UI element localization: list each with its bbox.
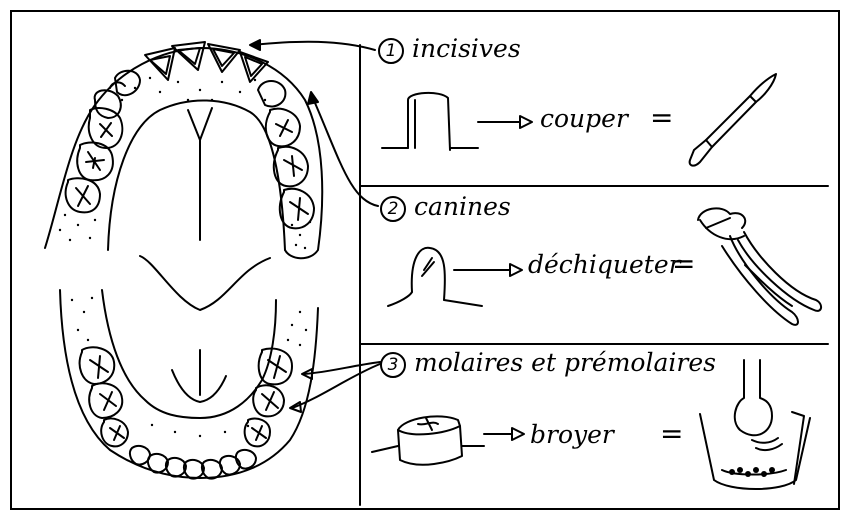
label-canines: canines	[414, 194, 511, 219]
verb-broyer: broyer	[530, 422, 614, 447]
row3-tooth	[372, 416, 524, 464]
equals-1: =	[650, 104, 673, 132]
verb-dechiqueter: déchiqueter	[528, 252, 681, 277]
verb-couper: couper	[540, 106, 628, 131]
upper-jaw	[45, 42, 322, 258]
knife-icon	[690, 74, 776, 166]
number-badge-1: 1	[378, 38, 404, 64]
row1-tooth	[382, 93, 532, 150]
mortar-icon	[700, 360, 810, 489]
lower-jaw	[60, 290, 318, 479]
row2-tooth	[388, 248, 522, 306]
arrow-molars-2	[292, 364, 380, 408]
label-incisives: incisives	[412, 36, 521, 61]
equals-3: =	[660, 420, 683, 448]
label-molaires-premolaires: molaires et prémolaires	[414, 350, 716, 375]
arrow-incisives	[252, 42, 375, 50]
number-badge-3: 3	[380, 352, 406, 378]
equals-2: =	[672, 250, 695, 278]
pincers-icon	[698, 208, 821, 325]
tongue-line	[140, 256, 270, 310]
number-badge-2: 2	[380, 196, 406, 222]
